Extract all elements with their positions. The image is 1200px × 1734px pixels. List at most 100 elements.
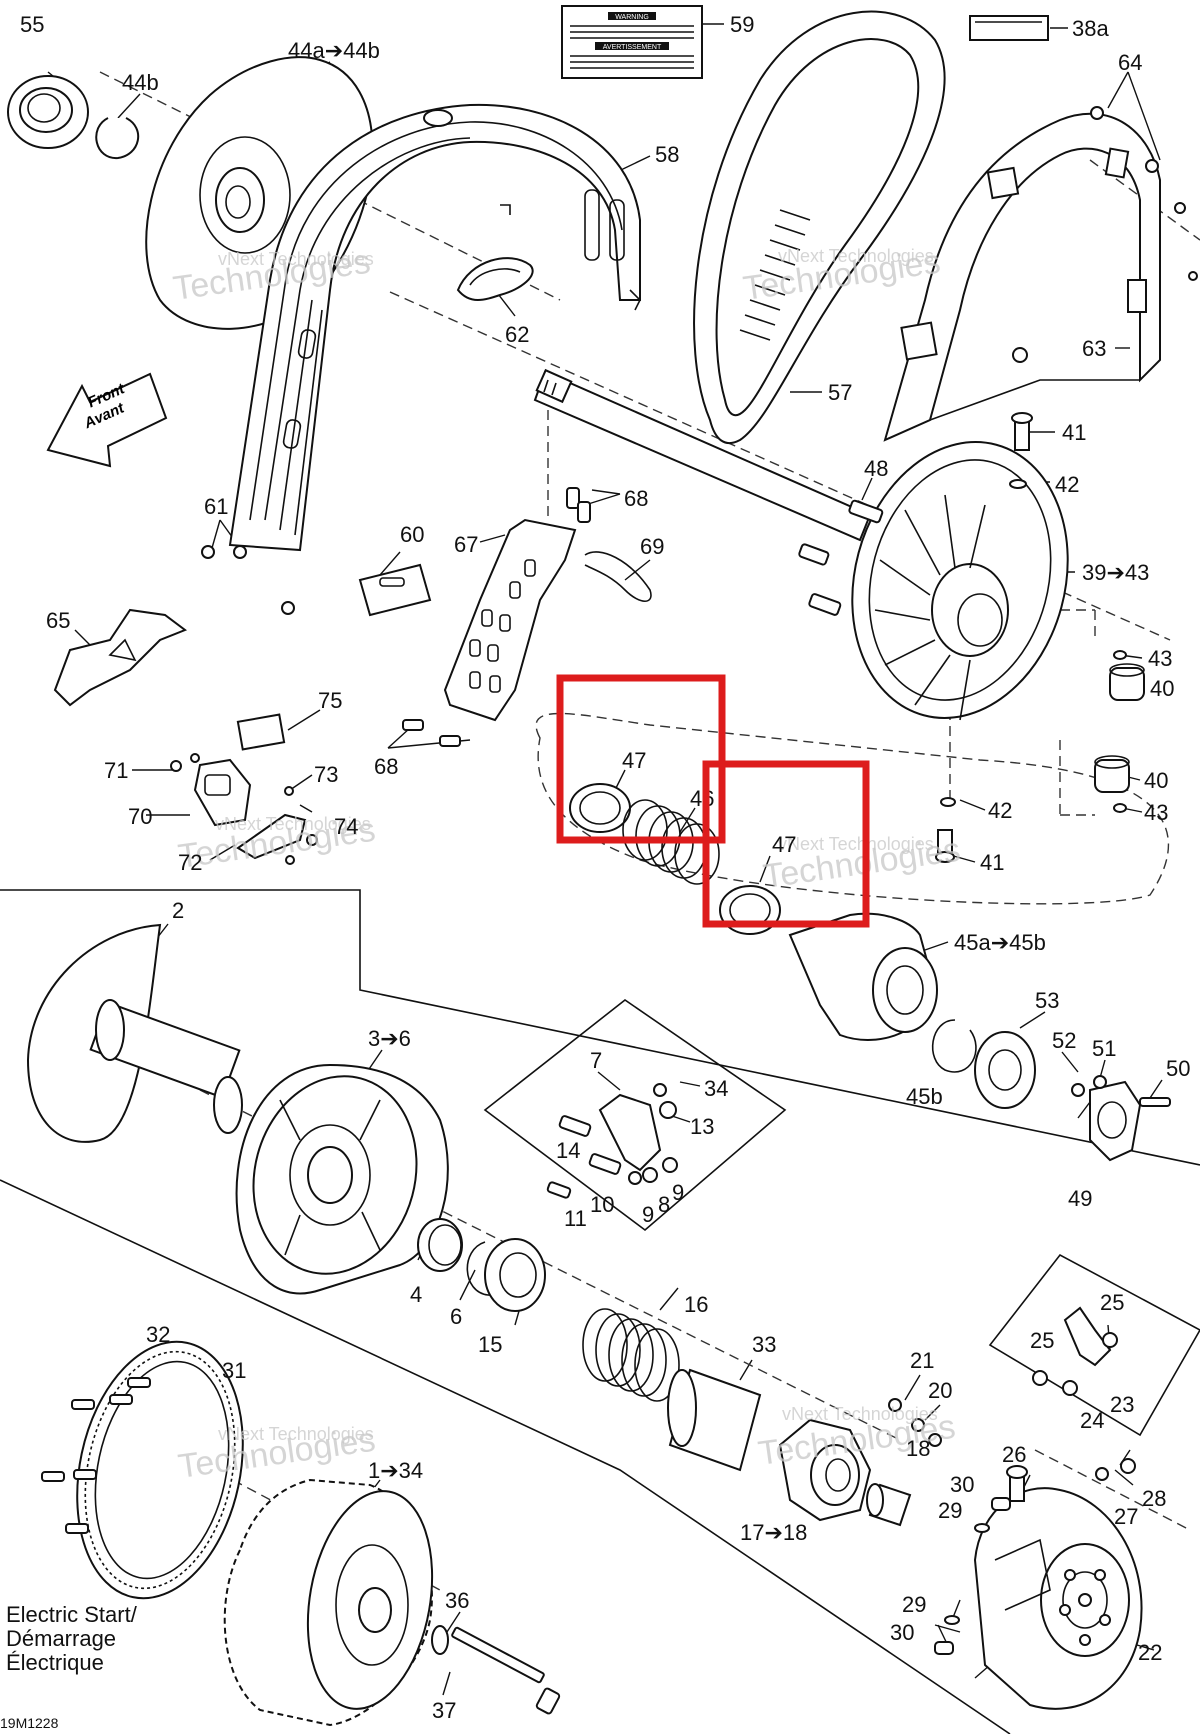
part-62-pad [456, 257, 534, 301]
part-57-drive-belt [693, 10, 946, 445]
callout-28: 28 [1142, 1486, 1166, 1511]
callout-50: 50 [1166, 1056, 1190, 1081]
callout-53: 53 [1035, 988, 1059, 1013]
part-58-belt-guard [228, 103, 641, 552]
callout-46: 46 [690, 786, 714, 811]
callout-7: 7 [590, 1048, 602, 1073]
part-40-bushings [1094, 650, 1145, 813]
callout-29b: 29 [902, 1592, 926, 1617]
watermark-line1: vNext Technologies [778, 246, 934, 266]
part-2-fixed-sheave [26, 923, 243, 1143]
callout-38a: 38a [1072, 16, 1109, 41]
part-15-cup [484, 1238, 546, 1312]
callout-21: 21 [910, 1348, 934, 1373]
watermark-line1: vNext Technologies [778, 834, 934, 854]
callout-60: 60 [400, 522, 424, 547]
callout-65: 65 [46, 608, 70, 633]
part-37-bolt [451, 1626, 561, 1715]
callout-68b: 68 [374, 754, 398, 779]
part-39-driven-pulley [851, 441, 1069, 721]
callout-2: 2 [172, 898, 184, 923]
callout-69: 69 [640, 534, 664, 559]
watermark-line1: vNext Technologies [218, 249, 374, 269]
part-44b-ring [95, 117, 140, 160]
part-4-bushing [417, 1218, 463, 1272]
belt-cogs [739, 209, 811, 341]
part-61-screws [201, 545, 295, 615]
callout-42b: 42 [988, 798, 1012, 823]
callout-10: 10 [590, 1192, 614, 1217]
warning-title: WARNING [615, 14, 649, 21]
section-divider-lower [0, 1179, 1011, 1734]
part-20-21-screws [888, 1398, 942, 1447]
caption-line2: Démarrage [6, 1626, 116, 1651]
section-divider-upper [0, 889, 1200, 1166]
callout-45a: 45a➔45b [954, 930, 1046, 955]
callout-9b: 9 [642, 1202, 654, 1227]
part-33-sleeve [667, 1368, 762, 1472]
callout-43a: 43 [1148, 646, 1172, 671]
part-63-outer-guard [883, 106, 1198, 442]
callout-62: 62 [505, 322, 529, 347]
callout-29a: 29 [938, 1498, 962, 1523]
callout-52: 52 [1052, 1028, 1076, 1053]
part-49-bracket [1071, 1075, 1171, 1162]
part-68-screws [402, 487, 591, 747]
callout-47a: 47 [622, 748, 646, 773]
callout-11: 11 [564, 1206, 587, 1231]
callout-33: 33 [752, 1332, 776, 1357]
part-67-plate [443, 518, 577, 722]
parts-26-30-fasteners [934, 1458, 1136, 1655]
callout-34a: 34 [704, 1076, 728, 1101]
front-direction-arrow: Front Avant [46, 372, 168, 468]
part-53-washer [974, 1031, 1036, 1109]
part-65-bracket [53, 608, 188, 707]
callout-75: 75 [318, 688, 342, 713]
callout-26: 26 [1002, 1442, 1026, 1467]
callout-45b: 45b [906, 1084, 943, 1109]
plate-slots [469, 559, 536, 693]
callout-61: 61 [204, 494, 228, 519]
callout-70: 70 [128, 804, 152, 829]
callout-4: 4 [410, 1282, 422, 1307]
callout-41b: 41 [980, 850, 1004, 875]
part-41-bolt-top [1009, 412, 1033, 489]
highlight-boxes [556, 674, 870, 928]
caption-line1: Electric Start/ [6, 1602, 138, 1627]
callout-31: 31 [222, 1358, 246, 1383]
callout-18a: 18 [906, 1436, 930, 1461]
callout-73: 73 [314, 762, 338, 787]
callout-51: 51 [1092, 1036, 1116, 1061]
callout-43b: 43 [1144, 800, 1168, 825]
watermark-line1: vNext Technologies [215, 814, 371, 834]
callout-58: 58 [655, 142, 679, 167]
callout-64: 64 [1118, 50, 1142, 75]
part-3-movable-sheave [235, 1063, 449, 1295]
part-36-washer [431, 1625, 449, 1655]
part-72-bracket [170, 753, 318, 865]
pulley-spokes [874, 494, 986, 721]
highlight-box-washer-47-a [556, 674, 726, 844]
warning-title-fr: AVERTISSEMENT [603, 44, 662, 51]
callout-55: 55 [20, 12, 44, 37]
callout-68a: 68 [624, 486, 648, 511]
callout-44a: 44a➔44b [288, 38, 380, 63]
callout-72: 72 [178, 850, 202, 875]
highlight-box-washer-47-b [702, 760, 870, 928]
callout-40a: 40 [1150, 676, 1174, 701]
callout-23: 23 [1110, 1392, 1134, 1417]
callout-42a: 42 [1055, 472, 1079, 497]
callout-labels: 55 44a➔44b 44b 59 38a 64 58 62 57 63 41 … [20, 12, 1190, 1723]
part-1-drive-pulley-assembly [223, 1478, 434, 1727]
part-22-housing [973, 1487, 1143, 1710]
callout-27: 27 [1114, 1504, 1138, 1529]
part-48-bolts [798, 499, 884, 616]
callout-3-6: 3➔6 [368, 1026, 411, 1051]
callout-8: 8 [658, 1192, 670, 1217]
part-18-bushing [866, 1483, 912, 1527]
callout-32: 32 [146, 1322, 170, 1347]
callout-41a: 41 [1062, 420, 1086, 445]
callout-63: 63 [1082, 336, 1106, 361]
part-47-washer-a [569, 783, 631, 833]
